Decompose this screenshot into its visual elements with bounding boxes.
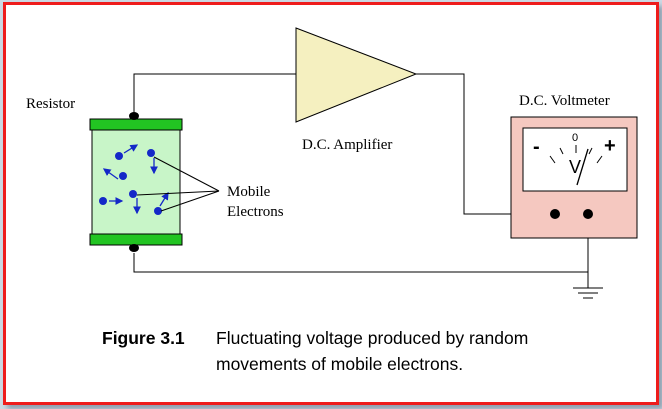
amplifier-label: D.C. Amplifier [302,137,392,153]
electron [147,149,155,157]
voltmeter-dial [522,127,628,192]
voltmeter-plus-sign: + [604,135,616,157]
voltmeter-needle [576,148,589,186]
electron-motion-arrows [102,144,169,215]
electron [154,207,162,215]
resistor-top-terminal [129,112,139,120]
resistor-label: Resistor [26,96,75,112]
caption-label: Figure 3.1 [102,328,185,348]
resistor-top-cap [89,118,183,131]
wire-resistor-to-amplifier [133,73,296,119]
voltmeter-unit-label: V [569,157,581,177]
voltmeter-terminal-negative [550,209,560,219]
caption-line-1: Fluctuating voltage produced by random [216,328,529,348]
mobile-electrons [99,149,162,215]
voltmeter-zero-label: 0 [572,132,578,144]
wire-amplifier-to-voltmeter [416,73,555,215]
caption-text: Fluctuating voltage produced by random m… [216,325,616,377]
electron-arrow [159,191,169,207]
electron-label-pointers [136,156,220,212]
ground-icon [573,287,603,299]
electron-arrow [123,144,139,154]
voltmeter: - 0 + V [510,116,638,239]
electron [129,190,137,198]
voltmeter-scale [549,145,603,164]
electron [99,197,107,205]
circuit-diagram: - 0 + V Resistor D.C. Amplifier D.C. Vol… [26,27,638,299]
resistor [89,112,183,252]
resistor-bottom-terminal [129,244,139,252]
wire-resistor-to-ground [133,253,588,273]
voltmeter-label: D.C. Voltmeter [519,93,610,109]
amplifier-triangle [295,27,418,123]
electron [115,152,123,160]
electrons-label-line2: Electrons [227,204,284,220]
figure-frame: - 0 + V Resistor D.C. Amplifier D.C. Vol… [3,2,659,405]
electrons-label-line1: Mobile [227,184,271,200]
electron-arrow [102,168,119,180]
voltmeter-minus-sign: - [533,136,540,158]
caption-line-2: movements of mobile electrons. [216,354,464,374]
resistor-bottom-cap [89,233,183,246]
electron [119,172,127,180]
voltmeter-terminal-positive [583,209,593,219]
